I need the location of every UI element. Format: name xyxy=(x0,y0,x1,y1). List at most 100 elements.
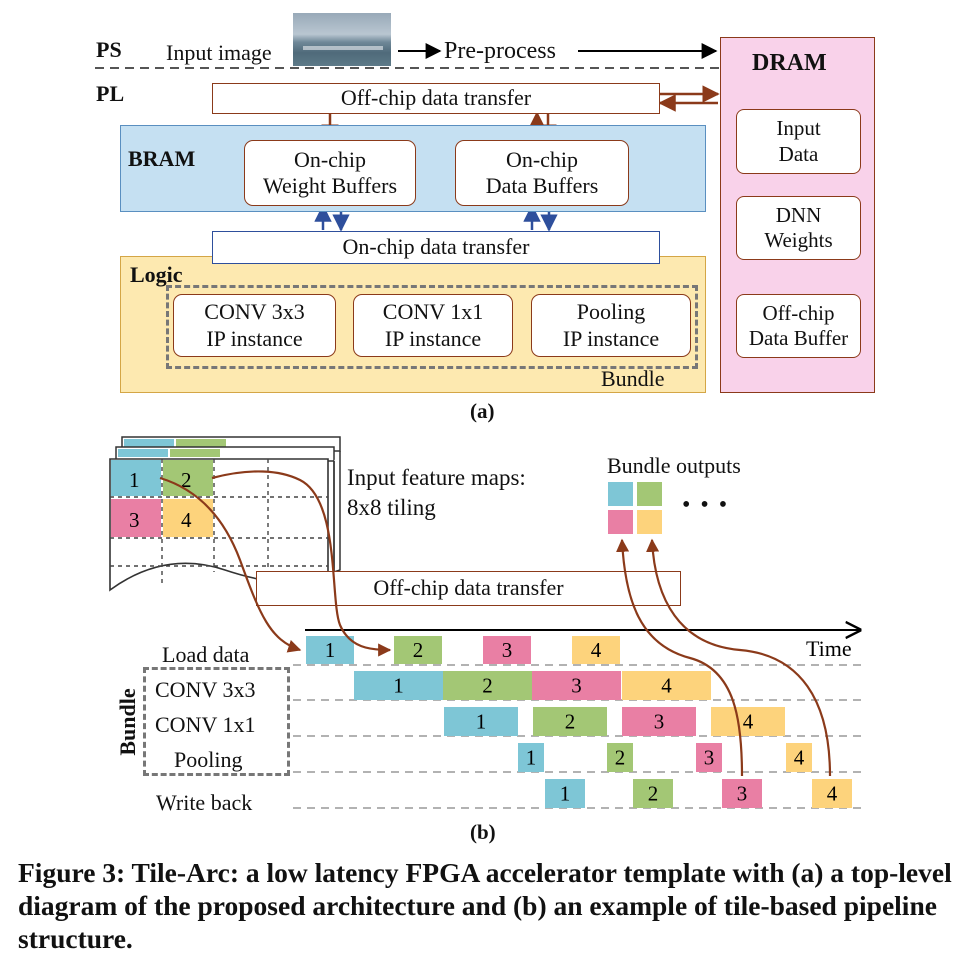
conv1-block-1 xyxy=(444,707,518,736)
tile3-output-curve xyxy=(616,538,744,777)
pool-block-2 xyxy=(607,743,633,772)
pooling-ip-box: Pooling IP instance xyxy=(531,294,691,357)
onchip-transfer-bar: On-chip data transfer xyxy=(212,231,660,264)
fmap-mid-tile-1 xyxy=(118,449,168,457)
conv3-block-4 xyxy=(622,671,711,700)
preprocess-label: Pre-process xyxy=(444,38,556,64)
data-buffers-label: On-chip Data Buffers xyxy=(485,146,599,198)
conv1-ip-box: CONV 1x1 IP instance xyxy=(353,294,513,357)
conv3-ip-label: CONV 3x3 IP instance xyxy=(204,299,305,351)
fmap-mid-tile-2 xyxy=(170,449,220,457)
fmap-tile-3 xyxy=(111,499,161,537)
write-block-2-number: 2 xyxy=(648,782,659,806)
conv1-block-4 xyxy=(711,707,785,736)
fmap-tile-4-number: 4 xyxy=(181,508,192,532)
conv1-block-4-number: 4 xyxy=(743,710,754,734)
pool-block-4 xyxy=(786,743,812,772)
output-tile-2 xyxy=(637,482,662,506)
write-block-4 xyxy=(812,779,852,808)
write-block-1 xyxy=(545,779,585,808)
fmap-label: Input feature maps: 8x8 tiling xyxy=(347,465,526,520)
conv1-block-3-number: 3 xyxy=(654,710,665,734)
write-block-1-number: 1 xyxy=(560,782,571,806)
bram-label: BRAM xyxy=(128,146,196,171)
write-block-2 xyxy=(633,779,673,808)
load-block-3-number: 3 xyxy=(502,638,513,662)
ps-label: PS xyxy=(96,37,122,62)
fmap-back-tile-1 xyxy=(124,439,174,447)
bundle-outputs-label: Bundle outputs xyxy=(607,453,741,478)
load-block-3 xyxy=(483,636,531,664)
tile4-output-curve xyxy=(646,538,832,777)
weight-buffers-box: On-chip Weight Buffers xyxy=(244,140,416,206)
tile1-load-curve xyxy=(159,476,302,653)
dram-buffer-label: Off-chip Data Buffer xyxy=(748,300,849,350)
bundle-label: Bundle xyxy=(601,366,665,391)
tile2-load-curve xyxy=(211,470,392,657)
row-label-conv3: CONV 3x3 xyxy=(155,677,256,702)
offchip-transfer-label: Off-chip data transfer xyxy=(340,85,532,111)
dram-label: DRAM xyxy=(752,50,827,76)
b-offchip-transfer-label: Off-chip data transfer xyxy=(373,575,564,601)
load-block-2-number: 2 xyxy=(413,638,424,662)
logic-label: Logic xyxy=(130,262,183,287)
conv3-block-3-number: 3 xyxy=(571,674,582,698)
dram-weights-label: DNN Weights xyxy=(764,202,833,252)
pl-label: PL xyxy=(96,81,125,106)
pool-block-4-number: 4 xyxy=(794,746,805,770)
fmap-tile-4 xyxy=(163,499,213,537)
conv1-block-2 xyxy=(533,707,607,736)
dram-weights-box: DNN Weights xyxy=(736,196,861,260)
fmap-tile-2-number: 2 xyxy=(181,468,192,492)
conv1-ip-label: CONV 1x1 IP instance xyxy=(382,299,484,351)
conv3-block-1 xyxy=(354,671,443,700)
subfigure-b-label: (b) xyxy=(470,820,496,844)
fmap-tile-1 xyxy=(111,460,161,496)
pool-block-3 xyxy=(696,743,722,772)
load-block-1-number: 1 xyxy=(325,638,336,662)
output-tile-4 xyxy=(637,510,662,534)
fmap-tile-3-number: 3 xyxy=(129,508,140,532)
dram-input-data-label: Input Data xyxy=(776,116,821,166)
fmap-tile-1-number: 1 xyxy=(129,468,140,492)
conv1-block-2-number: 2 xyxy=(565,710,576,734)
conv1-block-1-number: 1 xyxy=(476,710,487,734)
row-label-load: Load data xyxy=(162,642,250,667)
input-image-thumbnail xyxy=(293,13,391,66)
write-block-4-number: 4 xyxy=(827,782,838,806)
conv3-block-1-number: 1 xyxy=(393,674,404,698)
b-offchip-transfer-bar: Off-chip data transfer xyxy=(256,571,681,606)
input-image-label: Input image xyxy=(166,40,272,65)
time-label: Time xyxy=(806,636,852,661)
load-block-4 xyxy=(572,636,620,664)
load-block-2 xyxy=(394,636,442,664)
conv3-block-2-number: 2 xyxy=(482,674,493,698)
conv3-block-4-number: 4 xyxy=(661,674,672,698)
pool-block-3-number: 3 xyxy=(704,746,715,770)
output-tile-3 xyxy=(608,510,633,534)
bundle-row-group xyxy=(143,667,290,776)
offchip-transfer-bar: Off-chip data transfer xyxy=(212,83,660,114)
row-label-conv1: CONV 1x1 xyxy=(155,712,256,737)
pool-block-1-number: 1 xyxy=(526,746,537,770)
figure-caption: Figure 3: Tile-Arc: a low latency FPGA a… xyxy=(18,857,952,954)
conv3-block-3 xyxy=(532,671,621,700)
write-block-3-number: 3 xyxy=(737,782,748,806)
row-label-pooling: Pooling xyxy=(174,747,243,772)
write-block-3 xyxy=(722,779,762,808)
subfigure-a-label: (a) xyxy=(470,399,495,423)
weight-buffers-label: On-chip Weight Buffers xyxy=(262,146,398,198)
pooling-ip-label: Pooling IP instance xyxy=(562,299,660,351)
load-block-1 xyxy=(306,636,354,664)
conv3-block-2 xyxy=(443,671,532,700)
ellipsis: • • • xyxy=(682,492,730,518)
output-tile-1 xyxy=(608,482,633,506)
pool-block-1 xyxy=(518,743,544,772)
data-buffers-box: On-chip Data Buffers xyxy=(455,140,629,206)
conv3-ip-box: CONV 3x3 IP instance xyxy=(173,294,336,357)
row-label-writeback: Write back xyxy=(156,790,253,815)
onchip-transfer-label: On-chip data transfer xyxy=(342,234,530,260)
dram-input-data-box: Input Data xyxy=(736,109,861,174)
